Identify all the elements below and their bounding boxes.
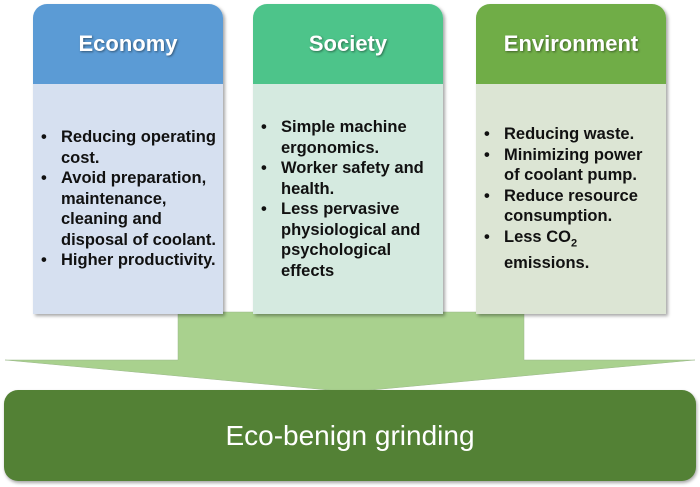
list-item: Reduce resource consumption. (482, 186, 660, 227)
column-economy: Economy Reducing operating cost. Avoid p… (33, 4, 223, 314)
column-society: Society Simple machine ergonomics. Worke… (253, 4, 443, 314)
list-item: Higher productivity. (39, 250, 217, 271)
benefit-list: Reducing operating cost. Avoid preparati… (39, 127, 217, 271)
list-item: Reducing operating cost. (39, 127, 217, 168)
list-item: Minimizing power of coolant pump. (482, 145, 660, 186)
item-text: Less CO (504, 227, 571, 246)
list-item: Less CO2 emissions. (482, 227, 660, 274)
benefit-list: Reducing waste. Minimizing power of cool… (482, 124, 660, 274)
list-item: Avoid preparation, maintenance, cleaning… (39, 168, 217, 250)
column-header: Environment (476, 4, 666, 84)
list-item: Simple machine ergonomics. (259, 117, 437, 158)
column-environment: Environment Reducing waste. Minimizing p… (476, 4, 666, 314)
result-box: Eco-benign grinding (4, 390, 696, 481)
benefit-list: Simple machine ergonomics. Worker safety… (259, 117, 437, 281)
list-item: Reducing waste. (482, 124, 660, 145)
list-item: Worker safety and health. (259, 158, 437, 199)
column-header: Society (253, 4, 443, 84)
list-item: Less pervasive physiological and psychol… (259, 199, 437, 281)
item-text-tail: emissions. (504, 254, 590, 273)
column-header: Economy (33, 4, 223, 84)
subscript: 2 (570, 236, 578, 249)
